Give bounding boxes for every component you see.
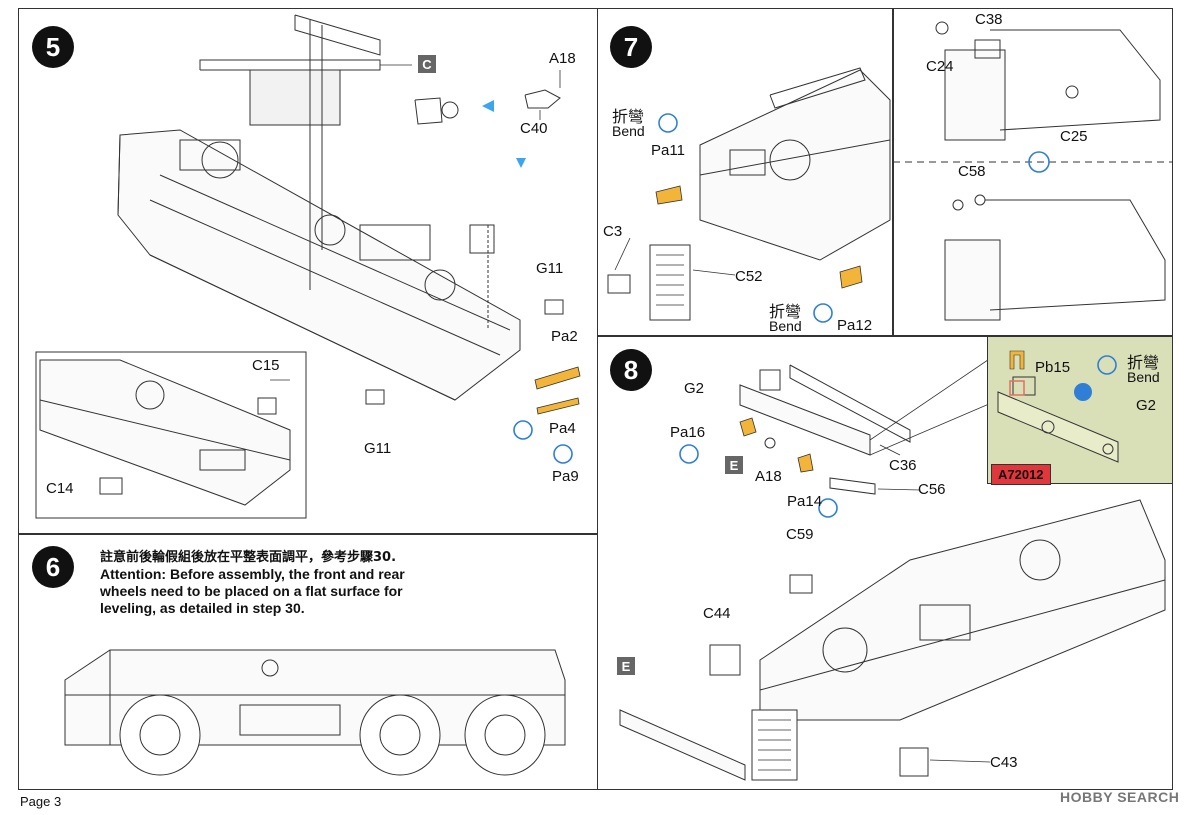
- page-number: Page 3: [20, 794, 62, 809]
- part-label-pa16: Pa16: [670, 424, 706, 441]
- step-number-5: 5: [32, 26, 74, 68]
- bend-label-chinese-1: 折彎: [612, 107, 645, 126]
- part-label-c44: C44: [703, 605, 731, 622]
- watermark-logo: HOBBY SEARCH: [1060, 789, 1180, 805]
- part-label-g11-bottom: G11: [364, 440, 392, 457]
- step-number-8: 8: [610, 349, 652, 391]
- reference-badge-c: C: [418, 55, 436, 73]
- part-label-pa14: Pa14: [787, 493, 823, 510]
- part-label-c25: C25: [1060, 128, 1088, 145]
- part-label-c24: C24: [926, 58, 954, 75]
- part-label-g2-inset: G2: [1136, 397, 1157, 414]
- reference-badge-e-bottom: E: [617, 657, 635, 675]
- part-label-pa4: Pa4: [549, 420, 576, 437]
- step7b-panel: [893, 8, 1173, 336]
- reference-inset: Pb15 折彎 Bend G2 A72012: [987, 336, 1173, 485]
- part-label-c59: C59: [786, 526, 814, 543]
- part-label-c36: C36: [889, 457, 917, 474]
- attention-note-chinese: 註意前後輪假組後放在平整表面調平，參考步驟30.: [100, 550, 397, 565]
- part-label-pa2: Pa2: [551, 328, 578, 345]
- part-label-pa9: Pa9: [552, 468, 579, 485]
- bend-label-english-1: Bend: [612, 123, 645, 139]
- part-label-c3: C3: [603, 223, 623, 240]
- part-label-c56: C56: [918, 481, 946, 498]
- part-label-c38: C38: [975, 11, 1003, 28]
- part-label-c52: C52: [735, 268, 763, 285]
- bend-label-english-2: Bend: [769, 318, 802, 334]
- part-label-c40: C40: [520, 120, 548, 137]
- part-label-c43: C43: [990, 754, 1018, 771]
- part-label-pa11: Pa11: [651, 142, 685, 159]
- bend-label-chinese-inset: 折彎: [1127, 353, 1160, 372]
- step-number-7: 7: [610, 26, 652, 68]
- part-label-g11-top: G11: [536, 260, 564, 277]
- reference-badge-e-top: E: [725, 456, 743, 474]
- reference-code-tag: A72012: [991, 464, 1051, 485]
- attention-note-line-3: leveling, as detailed in step 30.: [100, 600, 305, 616]
- part-label-c15: C15: [252, 357, 280, 374]
- attention-note-line-1: Attention: Before assembly, the front an…: [100, 566, 405, 582]
- step-number-6: 6: [32, 546, 74, 588]
- attention-note: 註意前後輪假組後放在平整表面調平，參考步驟30. Attention: Befo…: [100, 549, 405, 617]
- part-label-pb15: Pb15: [1035, 359, 1071, 376]
- part-label-a18-step8: A18: [755, 468, 782, 485]
- part-label-a18: A18: [549, 50, 576, 67]
- part-label-pa12: Pa12: [837, 317, 873, 334]
- attention-note-line-2: wheels need to be placed on a flat surfa…: [100, 583, 403, 599]
- part-label-g2: G2: [684, 380, 705, 397]
- bend-label-chinese-2: 折彎: [769, 302, 802, 321]
- part-label-c14: C14: [46, 480, 74, 497]
- reference-inset-drawing: [997, 350, 1119, 463]
- bend-label-english-inset: Bend: [1127, 369, 1160, 385]
- part-label-c58: C58: [958, 163, 986, 180]
